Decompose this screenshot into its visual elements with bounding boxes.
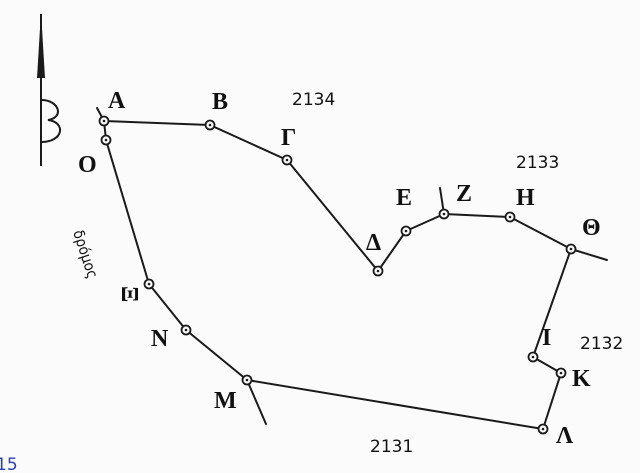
north-arrow bbox=[37, 12, 61, 166]
vertex-marker-th bbox=[565, 243, 577, 255]
vertex-label-m: Μ bbox=[214, 388, 237, 414]
parcel-label-2131: 2131 bbox=[370, 437, 413, 457]
vertex-labels: Α Β Γ Δ Ε Ζ Η Θ Ι Κ Λ Μ Ν Ξ Ο bbox=[78, 88, 601, 449]
north-letter: Β bbox=[38, 139, 39, 141]
parcel-label-2133: 2133 bbox=[516, 153, 559, 173]
boundary-polyline bbox=[103, 120, 572, 430]
north-letter-glyph bbox=[40, 99, 61, 143]
vertex-markers bbox=[98, 115, 577, 435]
vertex-label-x: Ξ bbox=[116, 286, 142, 302]
extension-theta bbox=[570, 248, 608, 261]
parcel-label-2134: 2134 bbox=[292, 90, 335, 110]
vertex-label-th: Θ bbox=[582, 215, 601, 241]
corner-mark: 15 bbox=[0, 455, 18, 473]
vertex-label-z: Ζ bbox=[456, 181, 472, 207]
vertex-marker-b bbox=[204, 119, 216, 131]
vertex-marker-k bbox=[555, 367, 567, 379]
road-extension-bottom bbox=[246, 379, 267, 425]
boundary-edges bbox=[96, 107, 608, 430]
vertex-marker-d bbox=[372, 265, 384, 277]
north-arrow-icon bbox=[37, 12, 45, 78]
vertex-label-k: Κ bbox=[572, 366, 591, 392]
vertex-marker-h bbox=[504, 211, 516, 223]
road-label: δρόμος bbox=[69, 228, 102, 281]
vertex-marker-m bbox=[241, 374, 253, 386]
vertex-label-d: Δ bbox=[366, 230, 381, 256]
vertex-marker-e bbox=[400, 225, 412, 237]
vertex-marker-a bbox=[98, 115, 110, 127]
vertex-label-l: Λ bbox=[556, 423, 574, 449]
parcel-label-2132: 2132 bbox=[580, 334, 623, 354]
vertex-label-e: Ε bbox=[396, 185, 412, 211]
vertex-label-n: Ν bbox=[151, 326, 169, 352]
parcel-labels: 2134 2133 2132 2131 bbox=[292, 90, 623, 457]
vertex-marker-x bbox=[143, 278, 155, 290]
vertex-label-h: Η bbox=[516, 185, 535, 211]
vertex-marker-g bbox=[281, 154, 293, 166]
vertex-marker-i bbox=[527, 351, 539, 363]
vertex-label-i: Ι bbox=[542, 325, 551, 351]
vertex-marker-o bbox=[100, 134, 112, 146]
vertex-marker-n bbox=[180, 324, 192, 336]
vertex-label-a: Α bbox=[108, 88, 126, 114]
vertex-marker-l bbox=[537, 423, 549, 435]
vertex-label-b: Β bbox=[212, 89, 228, 115]
vertex-marker-z bbox=[438, 208, 450, 220]
vertex-label-g: Γ bbox=[281, 125, 296, 151]
vertex-label-o: Ο bbox=[78, 152, 97, 178]
